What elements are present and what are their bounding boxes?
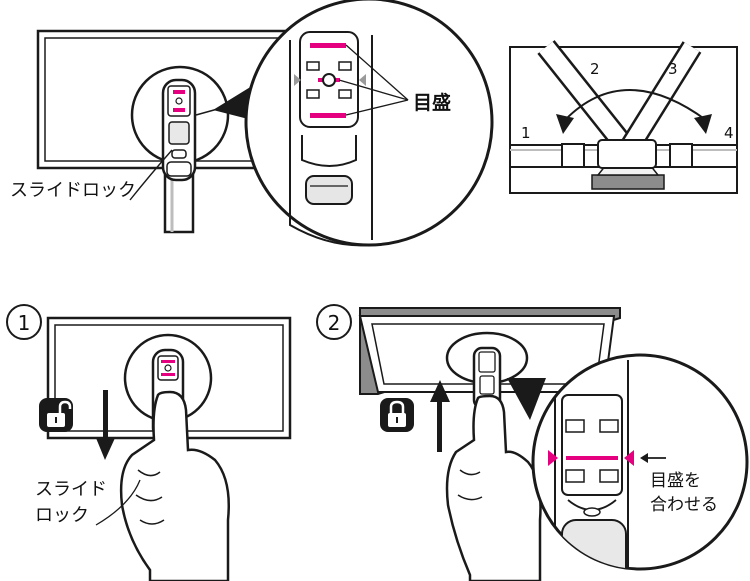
scale-mark-bottom: [310, 113, 346, 118]
align-mark: [566, 456, 618, 460]
unlocked-padlock-icon: [39, 398, 73, 432]
step1-label-leader: [95, 479, 141, 526]
align-label-line1: 目盛を: [650, 471, 701, 491]
scale-label: 目盛: [413, 91, 451, 114]
angle-number-2: 2: [590, 60, 600, 78]
step1-hand: [119, 390, 230, 581]
align-label-line2: 合わせる: [650, 495, 718, 515]
svg-text:1: 1: [18, 311, 31, 335]
angle-number-3: 3: [668, 60, 678, 78]
slide-lock-label-top: スライドロック: [10, 180, 136, 201]
step2-slide-up-arrow: [430, 380, 450, 452]
top-mount-head: [161, 78, 197, 182]
step1-label-line2: ロック: [35, 505, 89, 526]
align-arrow-left: [548, 450, 558, 466]
step1-number-badge: 1: [6, 304, 42, 340]
align-arrow-right: [624, 450, 634, 466]
angle-number-4: 4: [724, 124, 734, 142]
svg-text:2: 2: [328, 311, 341, 335]
step2-magnifier: [531, 353, 749, 571]
step1-label-line1: スライド: [35, 479, 107, 500]
scale-arrow-left: [294, 74, 301, 86]
scale-arrow-right: [359, 74, 366, 86]
locked-padlock-icon: [380, 398, 414, 432]
angle-number-1: 1: [521, 124, 531, 142]
slide-lock-leader: [129, 149, 173, 201]
step2-hand: [445, 394, 542, 581]
scale-mark-top: [310, 43, 346, 48]
step2-zoom-leader: [507, 378, 546, 420]
step2-number-badge: 2: [316, 304, 352, 340]
step1-slide-down-arrow: [96, 390, 115, 460]
top-magnifier: [244, 0, 494, 247]
angle-diagram: [509, 40, 738, 194]
